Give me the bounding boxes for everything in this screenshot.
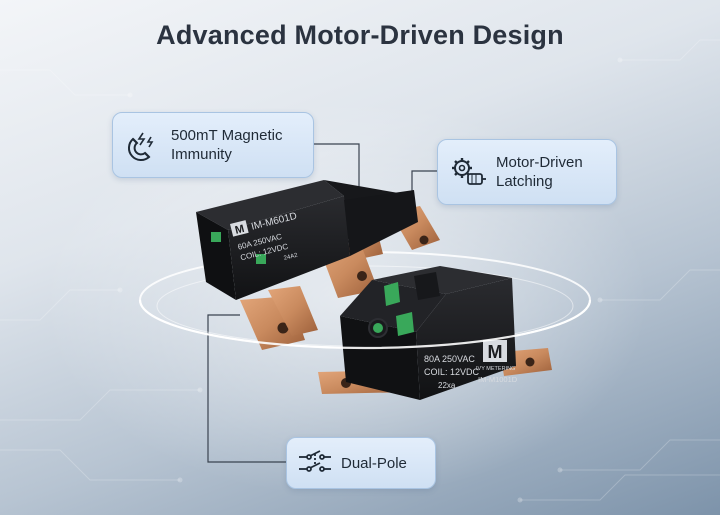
callout-magnetic-label: 500mT Magnetic Immunity: [171, 127, 283, 163]
magnet-icon: [127, 132, 154, 162]
left-relay-logo: M: [234, 223, 246, 237]
right-relay-coil: COIL: 12VDC: [424, 367, 480, 377]
right-relay-logo: M: [488, 342, 503, 362]
callout-magnetic-immunity: 500mT Magnetic Immunity: [112, 112, 314, 178]
right-relay-code: 22xa: [438, 381, 456, 390]
page-title: Advanced Motor-Driven Design: [156, 20, 564, 50]
callout-pole-label: Dual-Pole: [341, 454, 407, 472]
left-relay-body: [196, 180, 418, 300]
right-relay-body: [340, 266, 516, 400]
callout-motor-label: Motor-Driven Latching: [496, 154, 583, 190]
right-relay-model: IM-M1001D: [478, 375, 518, 384]
switch-icon: [299, 450, 331, 472]
orbit-ring-front: [138, 299, 592, 350]
callout-motor-latching: Motor-Driven Latching: [437, 139, 617, 205]
callout-dual-pole: Dual-Pole: [286, 437, 436, 489]
right-relay-brand: IVY METERING: [476, 366, 515, 372]
right-relay-logo-badge: [483, 340, 507, 362]
motor-gear-icon: [452, 158, 486, 185]
left-relay-logo-badge: [230, 220, 249, 237]
right-relay-rating: 80A 250VAC: [424, 354, 475, 364]
left-relay-code: 24A2: [283, 252, 299, 261]
right-relay-label: M IVY METERING 80A 250VAC COIL: 12VDC 22…: [424, 340, 518, 390]
